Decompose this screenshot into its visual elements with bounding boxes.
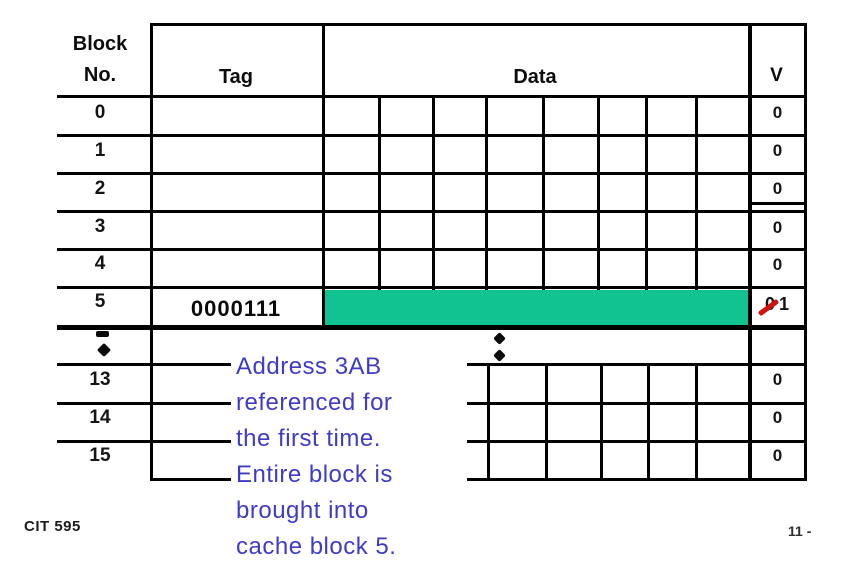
footer-course-label: CIT 595 <box>24 518 81 535</box>
grid-line <box>57 440 231 443</box>
annotation-line: referenced for <box>236 389 393 416</box>
block-number: 2 <box>94 178 106 199</box>
grid-line <box>647 363 650 481</box>
grid-line <box>804 23 807 481</box>
block-number: 0 <box>94 102 106 123</box>
grid-line <box>487 363 490 481</box>
grid-line <box>150 478 231 481</box>
block-number: 3 <box>94 216 106 237</box>
valid-bit: 0 <box>772 218 783 237</box>
grid-line <box>378 95 381 290</box>
data-highlight-row5 <box>325 290 748 325</box>
valid-bit: 0 <box>772 408 783 427</box>
block-number: 4 <box>94 253 106 274</box>
grid-line <box>597 95 600 290</box>
grid-line <box>542 95 545 290</box>
tag-value-row5: 0000111 <box>190 296 282 321</box>
valid-bit: 0 <box>772 103 783 122</box>
valid-bit: 0 <box>772 179 783 198</box>
grid-line <box>467 440 807 443</box>
valid-new-value: 1 <box>779 294 790 314</box>
valid-bit: 0 <box>772 370 783 389</box>
grid-line <box>467 478 807 481</box>
grid-line <box>57 363 231 366</box>
block-number: 14 <box>89 407 111 428</box>
grid-line <box>751 202 804 205</box>
annotation-line: Address 3AB <box>236 353 382 380</box>
valid-bit: 0 <box>772 255 783 274</box>
grid-line <box>545 363 548 481</box>
annotation-line: the first time. <box>236 425 381 452</box>
annotation-line: brought into <box>236 497 369 524</box>
grid-line <box>645 95 648 290</box>
block-number: 15 <box>89 445 111 466</box>
annotation-line: cache block 5. <box>236 533 397 560</box>
grid-line <box>485 95 488 290</box>
valid-bit: 0 <box>772 446 783 465</box>
block-number: 1 <box>94 140 106 161</box>
block-number: 13 <box>89 369 111 390</box>
annotation-line: Entire block is <box>236 461 393 488</box>
grid-line <box>467 402 807 405</box>
valid-column-header: V <box>770 65 783 86</box>
valid-bit: 0 <box>772 141 783 160</box>
block-no-header-line2: No. <box>83 64 117 86</box>
grid-line <box>150 23 153 481</box>
grid-line <box>748 23 752 481</box>
grid-line <box>57 402 231 405</box>
block-no-header-line1: Block <box>72 33 128 55</box>
grid-line <box>150 23 807 26</box>
grid-line <box>432 95 435 290</box>
data-column-header: Data <box>513 66 557 88</box>
footer-page-number: 11 - <box>788 523 812 539</box>
tag-column-header: Tag <box>218 66 254 88</box>
annotation-text: Address 3AB referenced for the first tim… <box>236 349 506 565</box>
grid-line <box>695 95 698 290</box>
grid-line <box>600 363 603 481</box>
grid-line <box>57 325 807 330</box>
grid-line <box>467 363 807 366</box>
grid-line <box>322 23 325 328</box>
block-number: 5 <box>94 291 106 312</box>
grid-line <box>695 363 698 481</box>
